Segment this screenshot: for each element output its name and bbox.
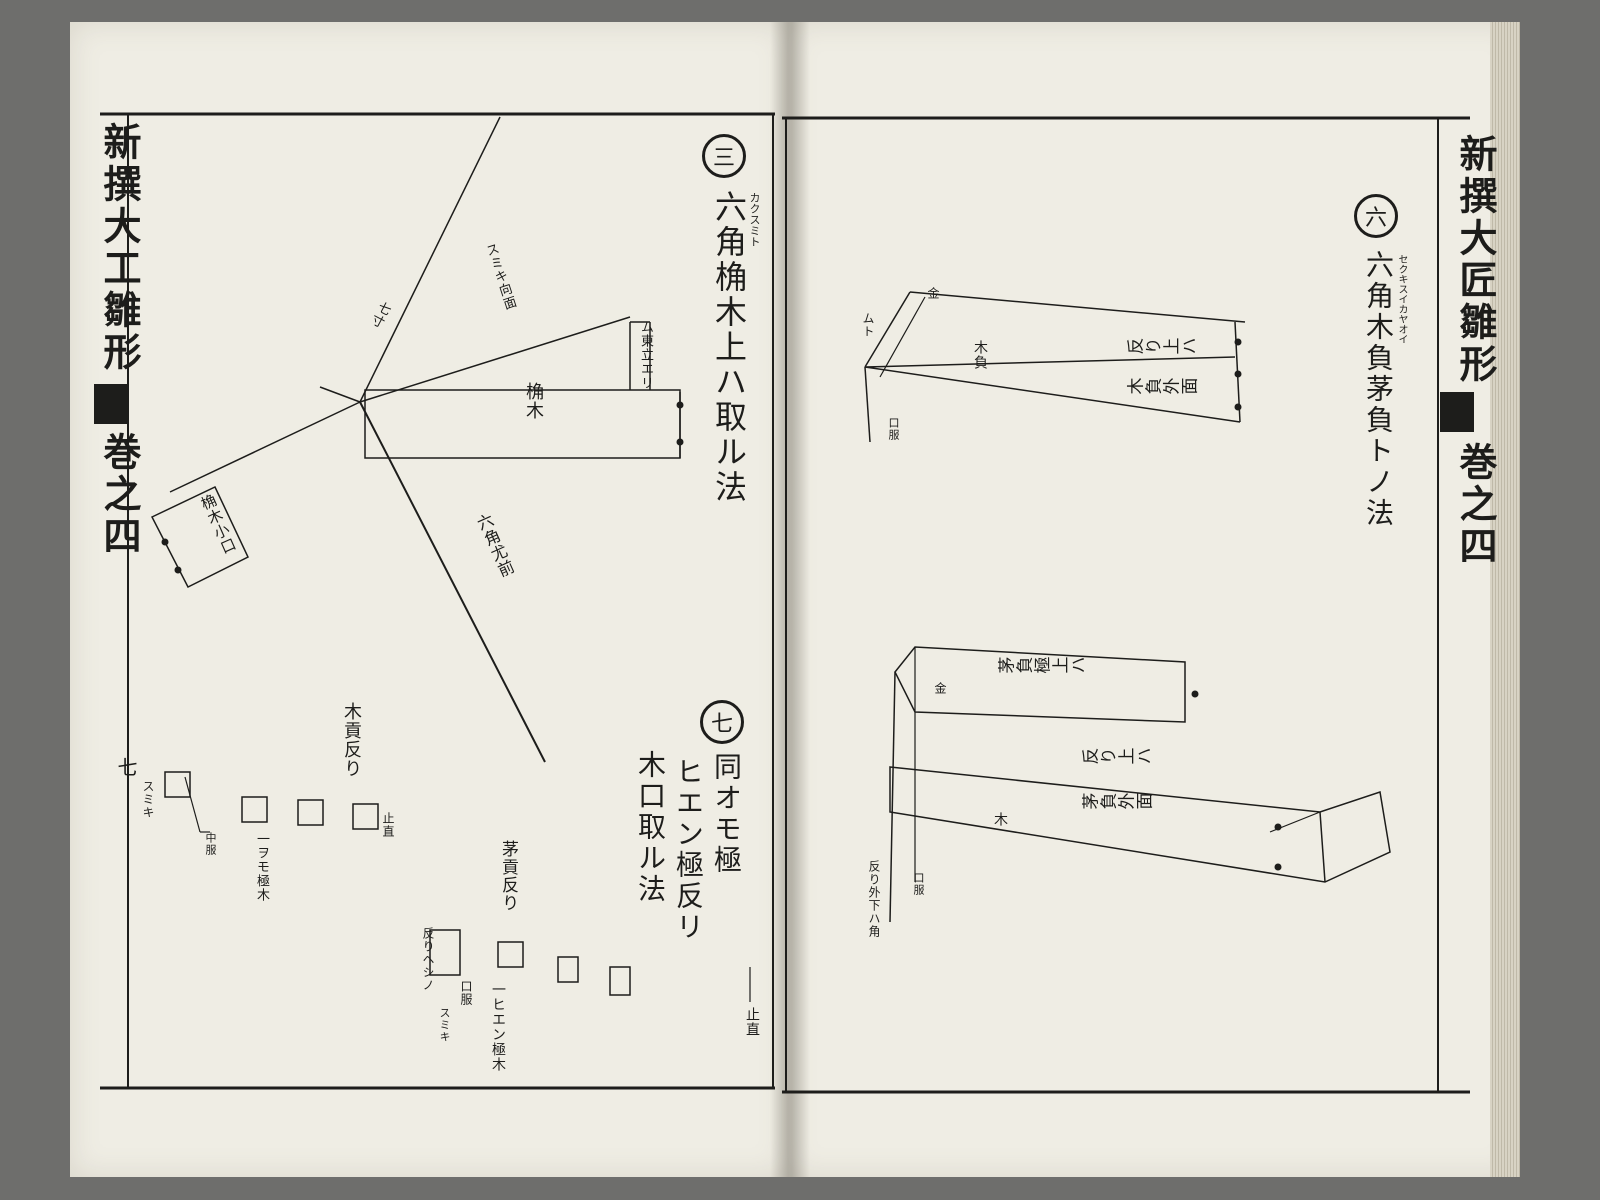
- heading-b-line-1: 同オモ極: [710, 752, 743, 876]
- label-right-b-3: 茅負外面: [1081, 793, 1154, 814]
- page-edges: [1490, 22, 1520, 1177]
- section-marker-17: 七: [700, 700, 744, 744]
- volume-label-right: 巻之四: [1453, 442, 1498, 568]
- label-right-a-5: 金: [926, 287, 940, 300]
- label-right-a-3: 木負: [972, 340, 988, 370]
- volume-label-left: 巻之四: [97, 432, 142, 558]
- label-right-a-2: 木負外面: [1126, 378, 1199, 399]
- diagram-ray-1: [359, 116, 501, 403]
- label-right-a-6: ムト: [861, 312, 875, 338]
- label-right-a-1: 反り上ハ: [1126, 338, 1199, 359]
- label-line-7: 中服: [204, 832, 217, 856]
- heading-b-line-2: ヒエン極反リ: [672, 757, 705, 943]
- label-b-3: 口服: [459, 980, 473, 1006]
- diagram-upper-board-bottom: [864, 366, 1241, 423]
- running-title-left: 新撰大工雛形: [97, 122, 142, 374]
- label-b-5: 止直: [744, 1007, 760, 1037]
- label-line-1: ム東立エリ: [638, 320, 653, 390]
- label-line-8: 一ヲモ極木: [254, 832, 269, 902]
- diagram-ray-3: [169, 401, 361, 493]
- right-page: [788, 22, 1520, 1177]
- book-gutter: [770, 22, 810, 1177]
- heading-b-line-3: 木口取ル法: [634, 750, 667, 905]
- diagram-lower-board-2: [889, 766, 1391, 883]
- diagram-upper-board-top: [864, 356, 1236, 368]
- left-page: [70, 22, 788, 1177]
- section-marker-13: 三: [702, 134, 746, 178]
- section-marker-16: 六: [1354, 194, 1398, 238]
- heading-furigana: カクスミト: [748, 192, 761, 247]
- diagram-lower-board-1: [894, 646, 1186, 723]
- label-right-b-4: 木: [992, 812, 1008, 827]
- label-line-9: 止直: [381, 812, 395, 838]
- label-right-b-2: 反り上ハ: [1081, 748, 1154, 769]
- label-b-6: 反りヘシノ: [421, 927, 435, 992]
- label-b-1: 茅貢反り: [498, 840, 518, 912]
- label-right-b-5: 口服: [912, 872, 925, 896]
- label-rafter-face: 桷木: [523, 382, 544, 420]
- heading-right-furigana: セクキスイカヤオイ: [1396, 254, 1407, 344]
- volume-band-left: [94, 384, 128, 424]
- folio-number: 七: [114, 757, 138, 778]
- label-line-6: スミキ: [141, 780, 155, 819]
- label-line-5: 木貢反り: [341, 702, 362, 778]
- diagram-hip-line: [359, 401, 546, 763]
- label-right-b-7: 金: [933, 682, 947, 695]
- diagram-ray-4: [319, 386, 361, 403]
- diagram-ray-2: [359, 316, 631, 403]
- volume-band-right: [1440, 392, 1474, 432]
- label-right-b-1: 茅負極上ハ: [997, 657, 1088, 678]
- label-right-b-6: 反り外下ハ角: [867, 860, 881, 938]
- heading-right-a: 六角木負茅負トノ法: [1362, 250, 1395, 529]
- running-title-right: 新撰大匠雛形: [1453, 134, 1498, 386]
- diagram-rafter-end: [150, 485, 249, 589]
- heading-hexagonal-rafter: 六角桷木上ハ取ル法: [710, 190, 748, 505]
- diagram-layer: [100, 112, 1470, 1094]
- label-right-a-4: 口服: [887, 417, 900, 441]
- open-book: 新撰大工雛形 巻之四 七 三 六角桷木上ハ取ル法 カクスミト 六角尤前 桷木 ム…: [70, 22, 1520, 1177]
- label-b-4: スミキ: [438, 1007, 451, 1043]
- label-b-2: 一ヒエン極木: [490, 982, 506, 1072]
